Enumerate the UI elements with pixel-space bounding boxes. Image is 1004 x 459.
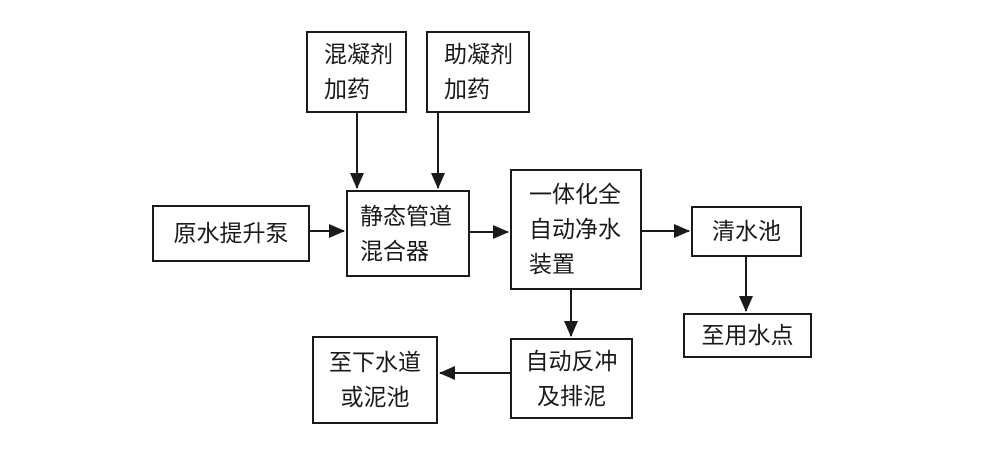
node-label-line: 原水提升泵 (173, 221, 289, 246)
node-label-line: 或泥池 (340, 385, 410, 410)
node-to-water-use-point: 至用水点 (683, 313, 812, 358)
node-label-line: 清水池 (712, 219, 781, 244)
node-label-line: 混凝剂 (324, 42, 393, 67)
node-clear-water-tank: 清水池 (691, 206, 802, 257)
node-label-line: 至下水道 (329, 350, 421, 375)
node-label-line: 混合器 (360, 238, 429, 264)
node-integrated-purifier: 一体化全 自动净水 装置 (510, 169, 642, 290)
node-label-line: 助凝剂 (444, 42, 513, 67)
node-label-line: 自动反冲 (525, 348, 618, 374)
node-label-line: 一体化全 (529, 182, 621, 207)
node-label-line: 及排泥 (537, 383, 606, 409)
node-label-line: 装置 (529, 252, 575, 277)
node-coagulant-aid-dosing: 助凝剂 加药 (426, 31, 530, 113)
node-auto-backwash-sludge: 自动反冲 及排泥 (510, 338, 633, 419)
node-label-line: 加药 (444, 77, 490, 102)
node-to-sewer-or-sludge-pool: 至下水道 或泥池 (312, 336, 438, 424)
node-static-pipe-mixer: 静态管道 混合器 (346, 190, 470, 277)
node-label-line: 自动净水 (529, 217, 621, 242)
node-label-line: 加药 (324, 77, 370, 102)
node-label-line: 静态管道 (360, 203, 452, 229)
node-raw-water-pump: 原水提升泵 (152, 205, 310, 262)
node-coagulant-dosing: 混凝剂 加药 (306, 31, 407, 113)
node-label-line: 至用水点 (701, 323, 794, 348)
